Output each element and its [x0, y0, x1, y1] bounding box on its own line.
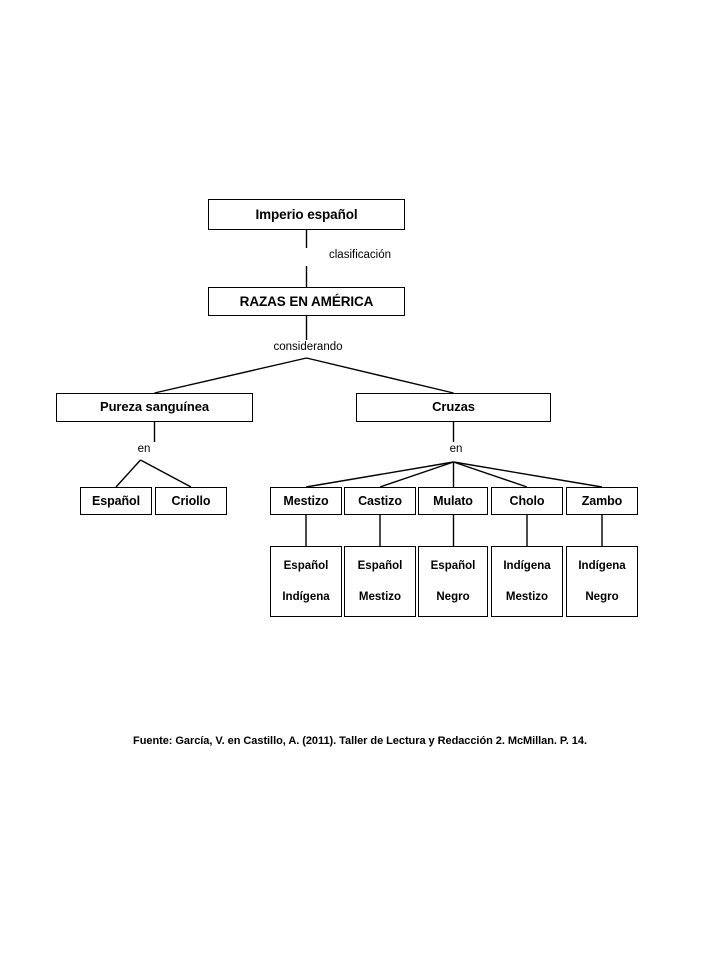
node-mestizo: Mestizo — [270, 487, 342, 515]
node-label: Mestizo — [283, 493, 329, 508]
node-label: Imperio español — [255, 206, 358, 222]
node-zambo: Zambo — [566, 487, 638, 515]
parent-label: Español — [357, 559, 403, 572]
node-label: Zambo — [581, 493, 623, 508]
node-castizo-parents: Español Mestizo — [344, 546, 416, 617]
parent-label: Mestizo — [505, 590, 549, 603]
edge-label-en-left: en — [128, 443, 160, 455]
parent-label: Español — [283, 559, 329, 572]
parent-label: Indígena — [578, 559, 626, 572]
node-pureza-sanguinea: Pureza sanguínea — [56, 393, 253, 422]
node-label: RAZAS EN AMÉRICA — [239, 293, 374, 309]
node-mulato: Mulato — [418, 487, 488, 515]
node-espanol: Español — [80, 487, 152, 515]
source-citation: Fuente: García, V. en Castillo, A. (2011… — [133, 735, 587, 747]
parent-label: Indígena — [282, 590, 330, 603]
node-label: Cholo — [509, 493, 545, 508]
parent-label: Negro — [585, 590, 619, 603]
node-label: Pureza sanguínea — [100, 399, 209, 415]
parent-label: Negro — [436, 590, 470, 603]
edge-label-considerando: considerando — [265, 341, 351, 353]
node-label: Mulato — [433, 493, 473, 508]
edge-label-en-right: en — [440, 443, 472, 455]
parent-label: Español — [430, 559, 476, 572]
edge-label-clasificacion: clasificación — [0, 249, 720, 261]
node-cholo: Cholo — [491, 487, 563, 515]
node-cholo-parents: Indígena Mestizo — [491, 546, 563, 617]
node-criollo: Criollo — [155, 487, 227, 515]
node-imperio-espanol: Imperio español — [208, 199, 405, 230]
node-castizo: Castizo — [344, 487, 416, 515]
node-mulato-parents: Español Negro — [418, 546, 488, 617]
node-razas-en-america: RAZAS EN AMÉRICA — [208, 287, 405, 316]
node-label: Español — [92, 493, 140, 508]
node-label: Castizo — [358, 493, 402, 508]
parent-label: Mestizo — [358, 590, 402, 603]
node-cruzas: Cruzas — [356, 393, 551, 422]
node-zambo-parents: Indígena Negro — [566, 546, 638, 617]
node-label: Cruzas — [432, 399, 475, 415]
parent-label: Indígena — [503, 559, 551, 572]
node-label: Criollo — [171, 493, 211, 508]
node-mestizo-parents: Español Indígena — [270, 546, 342, 617]
